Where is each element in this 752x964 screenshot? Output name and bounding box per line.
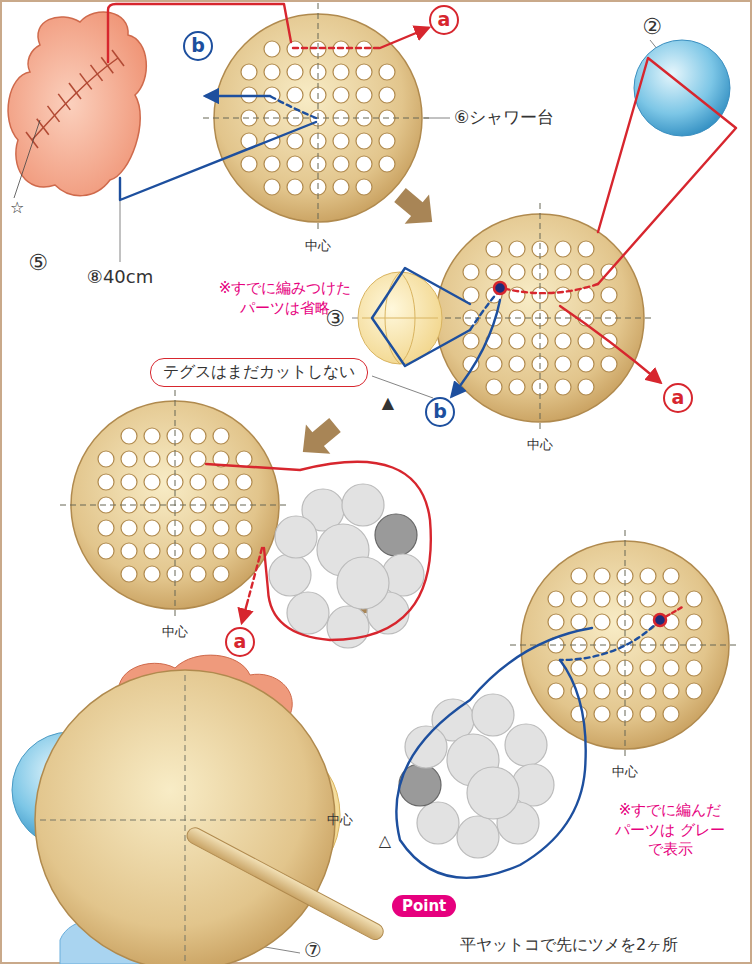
callout-label: 平ヤットコで先にツメを2ヶ所 [460, 935, 678, 956]
note-box: テグスはまだカットしない [150, 358, 368, 387]
callout-label: △ [379, 831, 391, 850]
assembled-piece [12, 655, 386, 964]
node-text: テグスはまだカットしない [163, 362, 355, 383]
thread-end-marker: b [183, 31, 213, 61]
callout-label: ⑥シャワー台 [454, 106, 554, 129]
part-5 [8, 12, 146, 198]
callout-label: ② [642, 14, 662, 39]
bead-cluster [269, 484, 424, 648]
callout-label: ③ [325, 306, 345, 331]
node-text: Point [402, 897, 446, 915]
callout-label: ⑤ [28, 250, 48, 275]
knot-dot [494, 282, 506, 294]
callout-label: 中心 [162, 623, 188, 641]
callout-label: ⑦ [304, 938, 322, 962]
callout-label: ☆ [10, 198, 24, 217]
bead-cluster [399, 694, 554, 858]
shower-base [425, 203, 655, 433]
callout-label: 中心 [305, 237, 331, 255]
thread-end-marker: a [663, 383, 693, 413]
callout-label: ⑧40cm [87, 266, 153, 287]
part-2 [634, 40, 730, 136]
shower-base [510, 530, 740, 760]
thread [108, 4, 736, 878]
callout-label: 中心 [327, 811, 353, 829]
point-tag: Point [392, 895, 456, 917]
callout-label: ▲ [382, 393, 394, 412]
thread-end-marker: a [429, 5, 459, 35]
part-3 [358, 272, 442, 364]
shower-base [203, 3, 433, 233]
step-arrow [291, 180, 445, 626]
thread-end-marker: b [425, 397, 455, 427]
knot-dot [654, 614, 666, 626]
callout-label: 中心 [527, 436, 553, 454]
callout-label: 中心 [612, 763, 638, 781]
callout-label: ※すでに編んだ パーツは グレーで表示 [615, 801, 725, 860]
thread-end-marker: a [225, 627, 255, 657]
shower-base [60, 390, 290, 620]
